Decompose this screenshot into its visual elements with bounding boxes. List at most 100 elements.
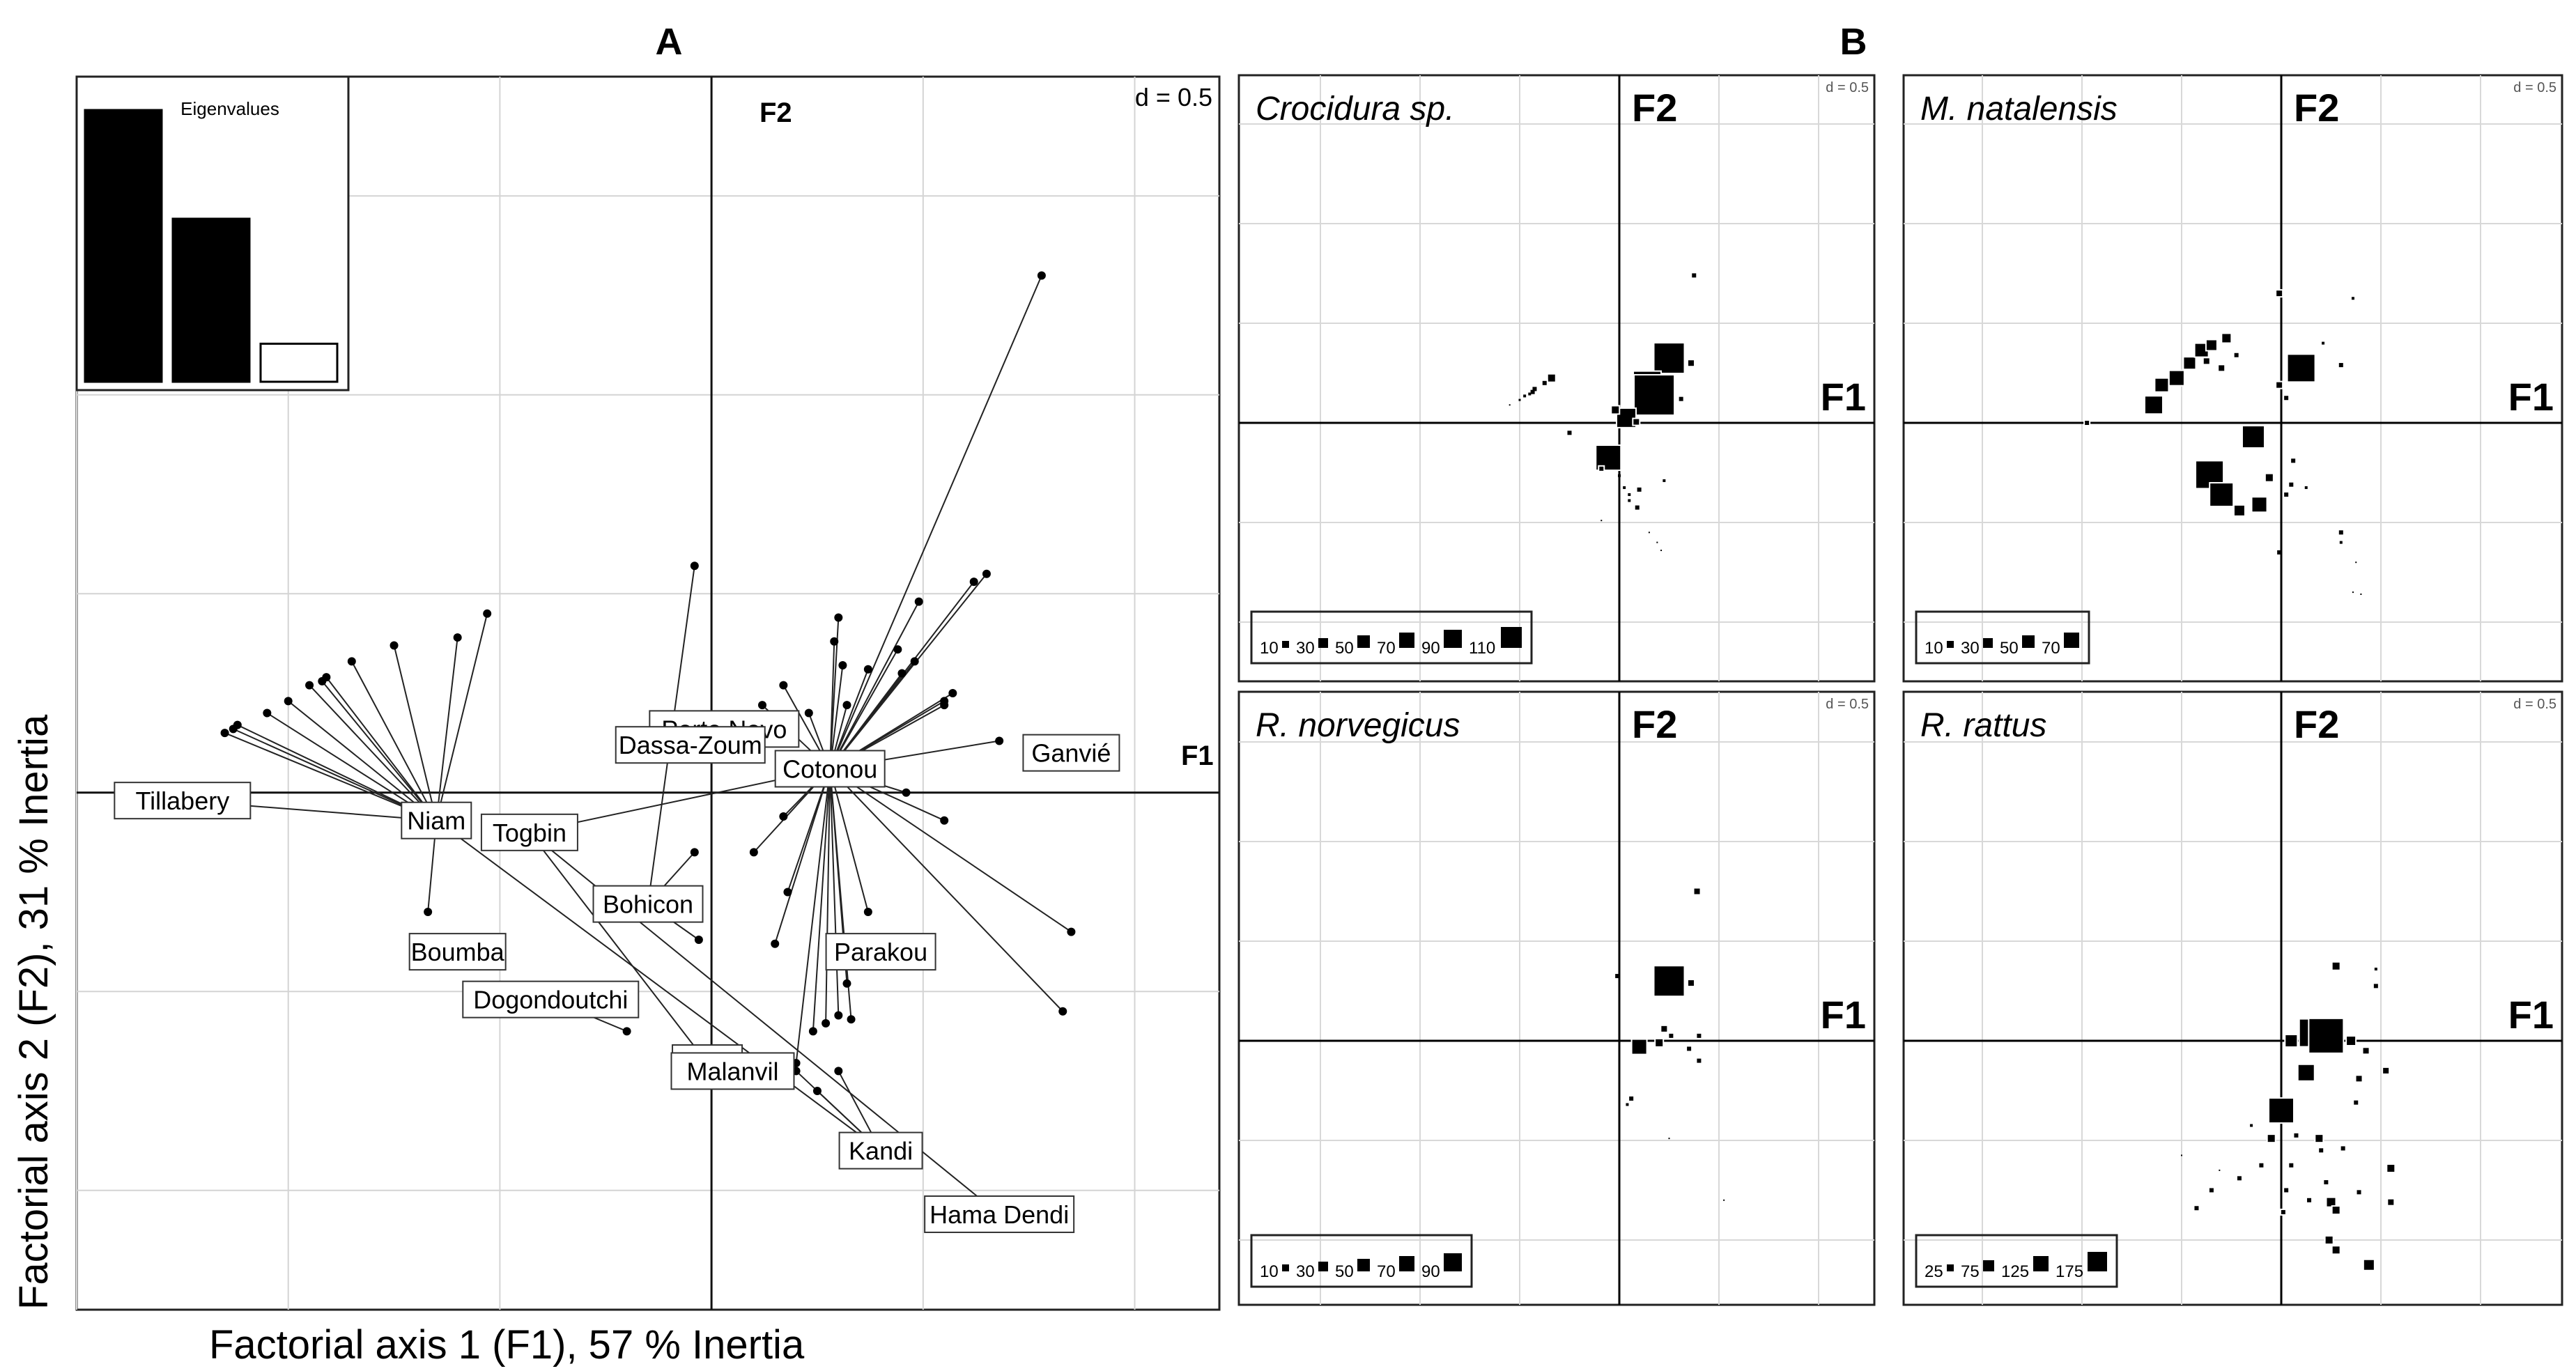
panel-a-axes: [77, 77, 1219, 1310]
species-title: M. natalensis: [1920, 91, 2118, 127]
site-label-text: Dogondoutchi: [473, 986, 628, 1014]
legend-frame: [1250, 1234, 1473, 1288]
data-square: [1618, 474, 1621, 477]
data-square: [2266, 1133, 2276, 1144]
individual-point: [948, 689, 957, 697]
individual-link: [774, 768, 831, 945]
data-square: [1628, 493, 1631, 496]
data-square: [1523, 394, 1527, 398]
legend-label: 75: [1961, 1262, 1980, 1281]
data-square: [1686, 979, 1695, 988]
legend-label: 175: [2056, 1262, 2083, 1281]
individual-point: [914, 597, 923, 606]
x-axis-title: Factorial axis 1 (F1), 57 % Inertia: [209, 1322, 805, 1368]
site-label: Tillabery: [114, 782, 252, 820]
data-square: [2181, 1154, 2182, 1156]
data-square: [2182, 356, 2197, 371]
individual-link: [829, 768, 840, 1016]
data-square: [2284, 1188, 2289, 1193]
legend-square: [1947, 641, 1954, 648]
legend-square: [2022, 635, 2035, 648]
data-square: [2290, 457, 2297, 465]
site-label-box: [592, 885, 704, 923]
data-square: [2338, 530, 2343, 535]
data-square: [2268, 1097, 2295, 1124]
data-square: [1654, 1037, 1665, 1048]
individual-link: [829, 649, 899, 769]
data-square: [2352, 1099, 2360, 1106]
legend-label: 50: [2000, 639, 2019, 658]
data-square: [2361, 1046, 2370, 1055]
data-square: [2297, 1063, 2315, 1082]
data-square: [2386, 1163, 2396, 1174]
eigenvalue-bar: [171, 217, 251, 383]
site-label: Niam: [401, 801, 472, 839]
data-square: [2314, 1133, 2324, 1144]
data-square: [2275, 380, 2284, 389]
data-square: [2360, 593, 2362, 595]
individual-link: [325, 676, 438, 821]
data-square: [1723, 1199, 1725, 1201]
panel-a-d-label: d = 0.5: [1135, 83, 1212, 111]
data-square: [1692, 273, 1697, 278]
legend-label: 50: [1335, 639, 1354, 658]
data-square: [2250, 1124, 2253, 1127]
subplot-f2-label: F2: [2294, 702, 2339, 746]
data-square: [2193, 1205, 2200, 1212]
legend-square: [1318, 1262, 1328, 1271]
data-square: [1601, 520, 1603, 522]
data-square: [2339, 541, 2343, 544]
site-label-box: [408, 933, 507, 971]
legend-square: [1282, 641, 1289, 648]
data-square: [2339, 1145, 2347, 1152]
site-label: Kandi: [838, 1131, 923, 1170]
data-square: [2232, 351, 2240, 359]
data-square: [1615, 974, 1620, 979]
legend-square: [2088, 1252, 2107, 1271]
data-square: [2235, 1175, 2243, 1182]
subplot-d-label: d = 0.5: [2513, 697, 2556, 712]
panel-a-y-axis-name: F2: [759, 98, 792, 128]
legend-square: [1501, 627, 1522, 648]
data-square: [1632, 417, 1641, 426]
legend-label: 125: [2001, 1262, 2029, 1281]
individual-point: [390, 641, 399, 650]
site-label-text: Togbin: [493, 819, 566, 847]
data-square: [2304, 486, 2308, 489]
data-square: [2258, 1161, 2265, 1169]
data-square: [2386, 1198, 2396, 1207]
site-label: Boumba: [408, 933, 507, 971]
data-square: [2202, 357, 2211, 366]
subplot-frame: [1902, 690, 2563, 1306]
data-square: [2277, 550, 2282, 555]
data-square: [1648, 532, 1650, 534]
data-square: [2317, 1147, 2325, 1154]
site-label: Bohicon: [592, 885, 704, 923]
data-square: [2209, 481, 2235, 507]
individual-link: [829, 768, 869, 913]
legend-label: 70: [2042, 639, 2060, 658]
data-square: [2283, 394, 2290, 402]
legend-square: [2033, 1256, 2049, 1271]
site-label: Hama Dendi: [924, 1195, 1075, 1233]
data-square: [1653, 965, 1686, 998]
individual-point: [812, 1086, 822, 1095]
individual-point: [838, 661, 847, 670]
individual-link: [288, 700, 437, 821]
data-square: [2345, 1035, 2357, 1046]
site-label-text: Malanvil: [686, 1057, 778, 1085]
data-square: [2232, 504, 2246, 517]
legend-square: [1399, 633, 1414, 648]
legend-label: 70: [1377, 639, 1396, 658]
data-square: [2288, 481, 2295, 488]
data-square: [2322, 341, 2325, 345]
individual-point: [804, 708, 813, 718]
individual-point: [847, 1015, 856, 1024]
individual-point: [622, 1027, 631, 1036]
data-square: [1629, 1096, 1634, 1101]
individual-point: [758, 701, 766, 710]
subplot-frame: [1902, 74, 2563, 683]
legend-label: 90: [1421, 1262, 1440, 1281]
data-square: [2251, 496, 2268, 513]
subplot-frame: [1237, 690, 1876, 1306]
